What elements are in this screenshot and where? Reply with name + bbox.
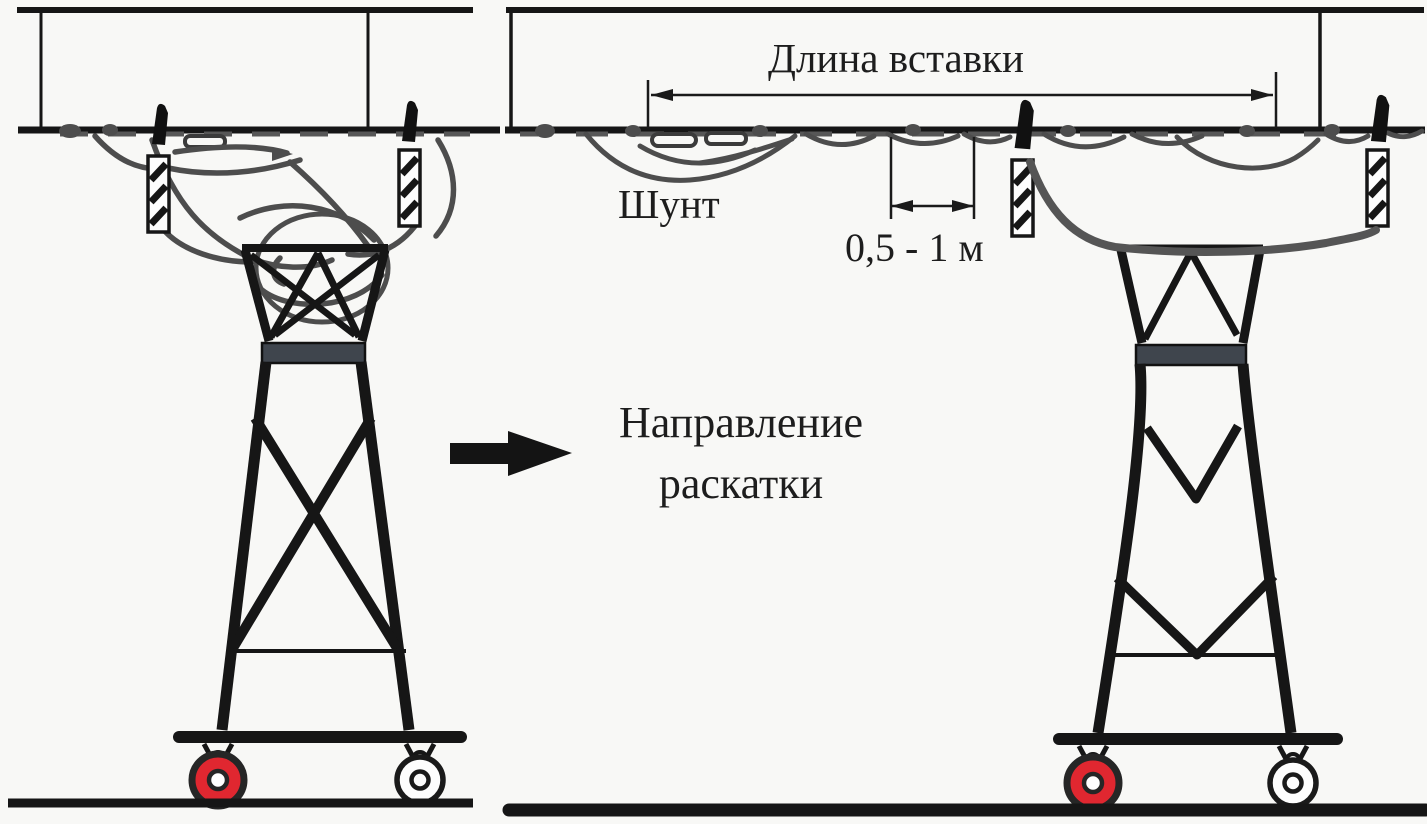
insert-length-label: Длина вставки [768,35,1024,81]
dimension-arrowhead-left [891,200,913,212]
insert-length-dimension [646,72,1278,128]
dimension-arrowhead-right [952,200,974,212]
cable-coil-tangle [92,133,457,325]
rollout-direction-label: Направление раскатки [555,392,927,514]
shunt-spacing-dimension [889,137,976,219]
right-conductor-texture [520,124,1345,148]
tower-lower-section [1092,363,1297,734]
shunt-label: Шунт [618,181,720,227]
insulator-string [1367,150,1388,226]
tower-upper-section [240,248,390,343]
tower-lower-section [216,361,415,731]
shunt-spacing-label: 0,5 - 1 м [845,225,984,270]
cart-wheel-red [188,750,248,810]
crossarm-band [260,341,367,365]
shunt-loops [583,128,1425,183]
right-overhead-frame [506,7,1424,127]
sagging-insert-cable [1026,158,1380,256]
insulator-string [399,150,420,226]
suspension-clamp [152,103,168,145]
insulator-string [148,156,169,232]
cart-wheel-white [394,754,446,806]
rollout-direction-line2: раскатки [658,459,824,508]
left-rollout-tower [173,244,467,810]
dimension-arrowhead-left [651,89,673,101]
right-rollout-tower [1053,244,1343,813]
dimension-arrowhead-right [1251,89,1273,101]
tower-upper-section [1116,249,1265,344]
suspension-clamp [1014,99,1034,150]
crossarm-band [1134,343,1248,367]
cart-wheel-white [1267,757,1319,809]
left-overhead-frame [17,7,473,127]
direction-right-arrow [450,431,572,476]
rollout-direction-line1: Направление [618,398,864,447]
cart-wheel-red [1063,753,1123,813]
